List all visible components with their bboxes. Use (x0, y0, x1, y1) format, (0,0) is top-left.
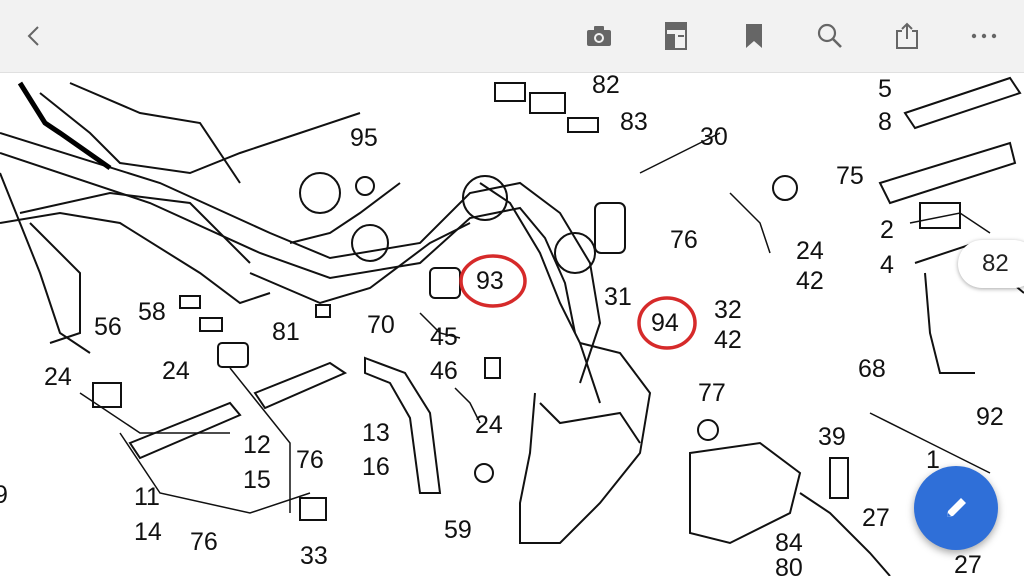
part-label: 31 (604, 283, 632, 311)
part-label: 46 (430, 357, 458, 385)
page-indicator: 82 (958, 240, 1024, 288)
part-label: 39 (818, 423, 846, 451)
part-label: 33 (300, 542, 328, 570)
part-label: 76 (670, 226, 698, 254)
part-label: 84 (775, 529, 803, 557)
part-label: 13 (362, 419, 390, 447)
part-label: 24 (162, 357, 190, 385)
part-label: 9 (0, 481, 8, 509)
part-label: 58 (138, 298, 166, 326)
part-label: 92 (976, 403, 1004, 431)
part-label: 68 (858, 355, 886, 383)
part-label: 56 (94, 313, 122, 341)
part-label: 59 (444, 516, 472, 544)
part-label: 30 (700, 123, 728, 151)
edit-fab[interactable] (914, 466, 998, 550)
part-label: 24 (475, 411, 503, 439)
part-label: 77 (698, 379, 726, 407)
part-label: 76 (190, 528, 218, 556)
more-icon[interactable] (966, 18, 1002, 54)
camera-icon[interactable] (581, 18, 617, 54)
share-icon[interactable] (889, 18, 925, 54)
part-label: 76 (296, 446, 324, 474)
part-label: 81 (272, 318, 300, 346)
page-number: 82 (982, 250, 1009, 277)
part-label: 94 (651, 309, 679, 337)
part-label: 27 (954, 551, 982, 576)
part-label: 5 (878, 75, 892, 103)
part-label: 16 (362, 453, 390, 481)
part-label: 93 (476, 267, 504, 295)
part-label: 14 (134, 518, 162, 546)
part-label: 11 (134, 483, 160, 511)
part-label: 15 (243, 466, 271, 494)
chevron-left-icon[interactable] (16, 18, 52, 54)
pencil-icon (947, 498, 966, 517)
bookmark-icon[interactable] (736, 18, 772, 54)
search-icon[interactable] (812, 18, 848, 54)
part-label: 12 (243, 431, 271, 459)
part-label: 8 (878, 108, 892, 136)
part-label: 45 (430, 323, 458, 351)
part-label: 70 (367, 311, 395, 339)
part-label: 1 (926, 446, 940, 474)
part-label: 83 (620, 108, 648, 136)
part-label: 82 (592, 73, 620, 99)
page-layout-icon[interactable] (658, 18, 694, 54)
part-label: 24 (796, 237, 824, 265)
part-label: 42 (714, 326, 742, 354)
part-label: 4 (880, 251, 894, 279)
part-label: 75 (836, 162, 864, 190)
part-label: 27 (862, 504, 890, 532)
toolbar (0, 0, 1024, 73)
part-label: 24 (44, 363, 72, 391)
part-label: 2 (880, 216, 894, 244)
part-label: 32 (714, 296, 742, 324)
part-label: 80 (775, 554, 803, 576)
part-label: 95 (350, 124, 378, 152)
part-label: 42 (796, 267, 824, 295)
